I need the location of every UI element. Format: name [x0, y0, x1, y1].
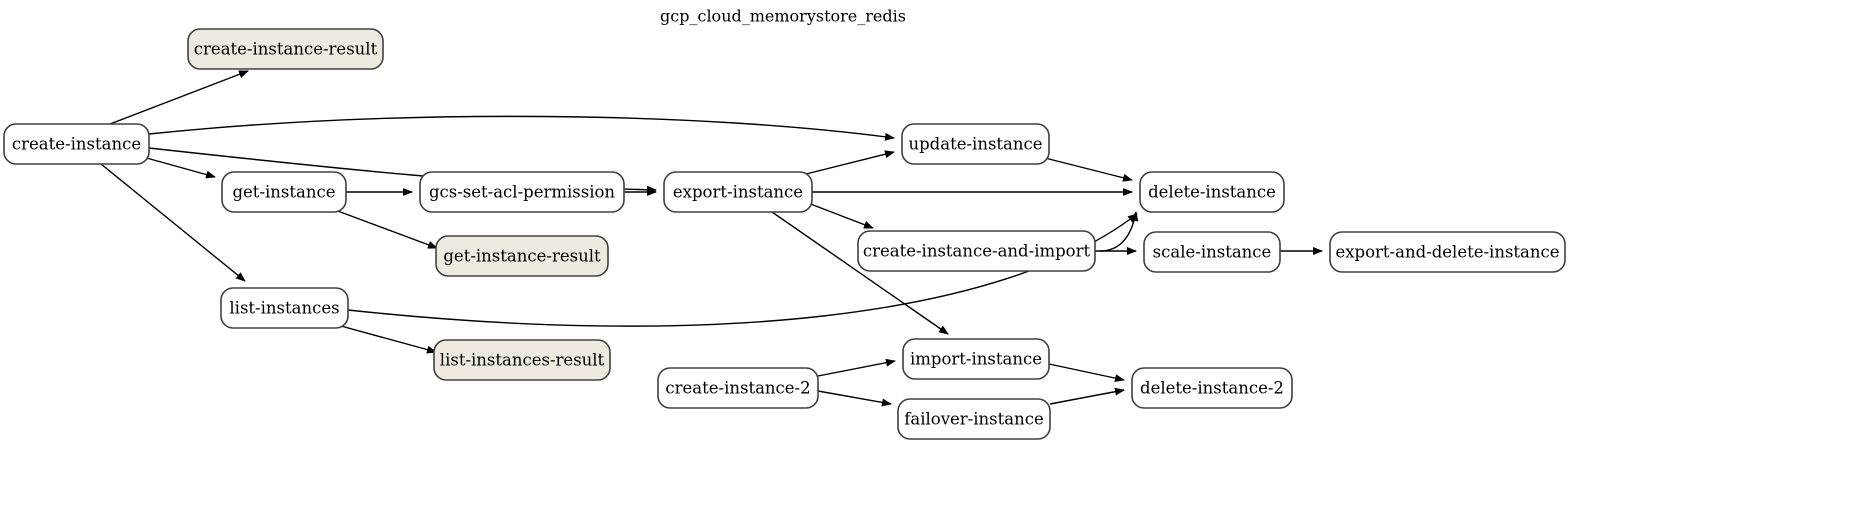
edge-get-instance-to-get-instance-result [326, 206, 438, 249]
edge-line [1099, 211, 1139, 252]
node-gcs-set-acl-permission[interactable]: gcs-set-acl-permission [419, 171, 625, 213]
edge-line [329, 322, 437, 354]
edge-line [807, 202, 874, 229]
edge-export-instance-to-create-instance-and-import [807, 202, 874, 229]
node-list-instances[interactable]: list-instances [220, 287, 349, 329]
edge-create-instance-2-to-failover-instance [817, 390, 892, 407]
edge-create-instance-2-to-import-instance [817, 358, 896, 377]
edge-layer [100, 70, 1323, 407]
node-box[interactable] [221, 171, 347, 213]
node-create-instance[interactable]: create-instance [3, 123, 150, 165]
node-update-instance[interactable]: update-instance [901, 123, 1050, 165]
node-box[interactable] [435, 235, 609, 277]
edge-line [1049, 387, 1125, 405]
edge-list-instances-to-list-instances-result [329, 322, 437, 354]
node-import-instance[interactable]: import-instance [902, 338, 1050, 380]
node-export-instance[interactable]: export-instance [663, 171, 813, 213]
node-box[interactable] [187, 28, 384, 70]
node-box[interactable] [1131, 367, 1293, 409]
edge-create-instance-to-list-instances [100, 163, 246, 282]
node-box[interactable] [1143, 231, 1281, 273]
node-delete-instance[interactable]: delete-instance [1139, 171, 1285, 213]
node-box[interactable] [3, 123, 150, 165]
edge-export-instance-to-update-instance [805, 150, 895, 175]
node-create-instance-result[interactable]: create-instance-result [187, 28, 384, 70]
node-box[interactable] [433, 339, 611, 381]
node-export-and-delete-instance[interactable]: export-and-delete-instance [1329, 231, 1566, 273]
edge-line [805, 150, 895, 175]
edge-import-instance-to-delete-instance-2 [1048, 363, 1125, 383]
edge-line [1044, 157, 1133, 182]
node-box[interactable] [419, 171, 625, 213]
node-get-instance-result[interactable]: get-instance-result [435, 235, 609, 277]
edge-line [817, 390, 892, 407]
edge-line [148, 115, 895, 141]
node-box[interactable] [657, 367, 819, 409]
node-box[interactable] [897, 398, 1051, 440]
edge-line [817, 358, 896, 377]
page-title: gcp_cloud_memorystore_redis [660, 7, 906, 26]
edge-update-instance-to-delete-instance [1044, 157, 1133, 182]
edge-line [142, 156, 216, 179]
edge-create-instance-to-get-instance [142, 156, 216, 179]
node-box[interactable] [902, 338, 1050, 380]
node-scale-instance[interactable]: scale-instance [1143, 231, 1281, 273]
edge-create-instance-to-create-instance-result [109, 70, 249, 125]
node-create-instance-2[interactable]: create-instance-2 [657, 367, 819, 409]
node-layer: create-instance create-instance-result get… [3, 28, 1566, 440]
node-box[interactable] [1139, 171, 1285, 213]
node-create-instance-and-import[interactable]: create-instance-and-import [857, 230, 1096, 272]
edge-create-instance-to-update-instance [148, 115, 895, 141]
edge-line [100, 163, 246, 282]
node-box[interactable] [663, 171, 813, 213]
node-box[interactable] [857, 230, 1096, 272]
node-box[interactable] [220, 287, 349, 329]
edge-line [109, 70, 249, 125]
node-get-instance[interactable]: get-instance [221, 171, 347, 213]
node-box[interactable] [901, 123, 1050, 165]
node-failover-instance[interactable]: failover-instance [897, 398, 1051, 440]
edge-export-instance-to-import-instance [771, 211, 949, 335]
edge-failover-instance-to-delete-instance-2 [1049, 387, 1125, 405]
edge-line [771, 211, 949, 335]
edge-create-instance-and-import-to-delete-instance [1099, 211, 1139, 252]
node-list-instances-result[interactable]: list-instances-result [433, 339, 611, 381]
edge-line [326, 206, 438, 249]
edge-line [1048, 363, 1125, 383]
node-delete-instance-2[interactable]: delete-instance-2 [1131, 367, 1293, 409]
node-box[interactable] [1329, 231, 1566, 273]
